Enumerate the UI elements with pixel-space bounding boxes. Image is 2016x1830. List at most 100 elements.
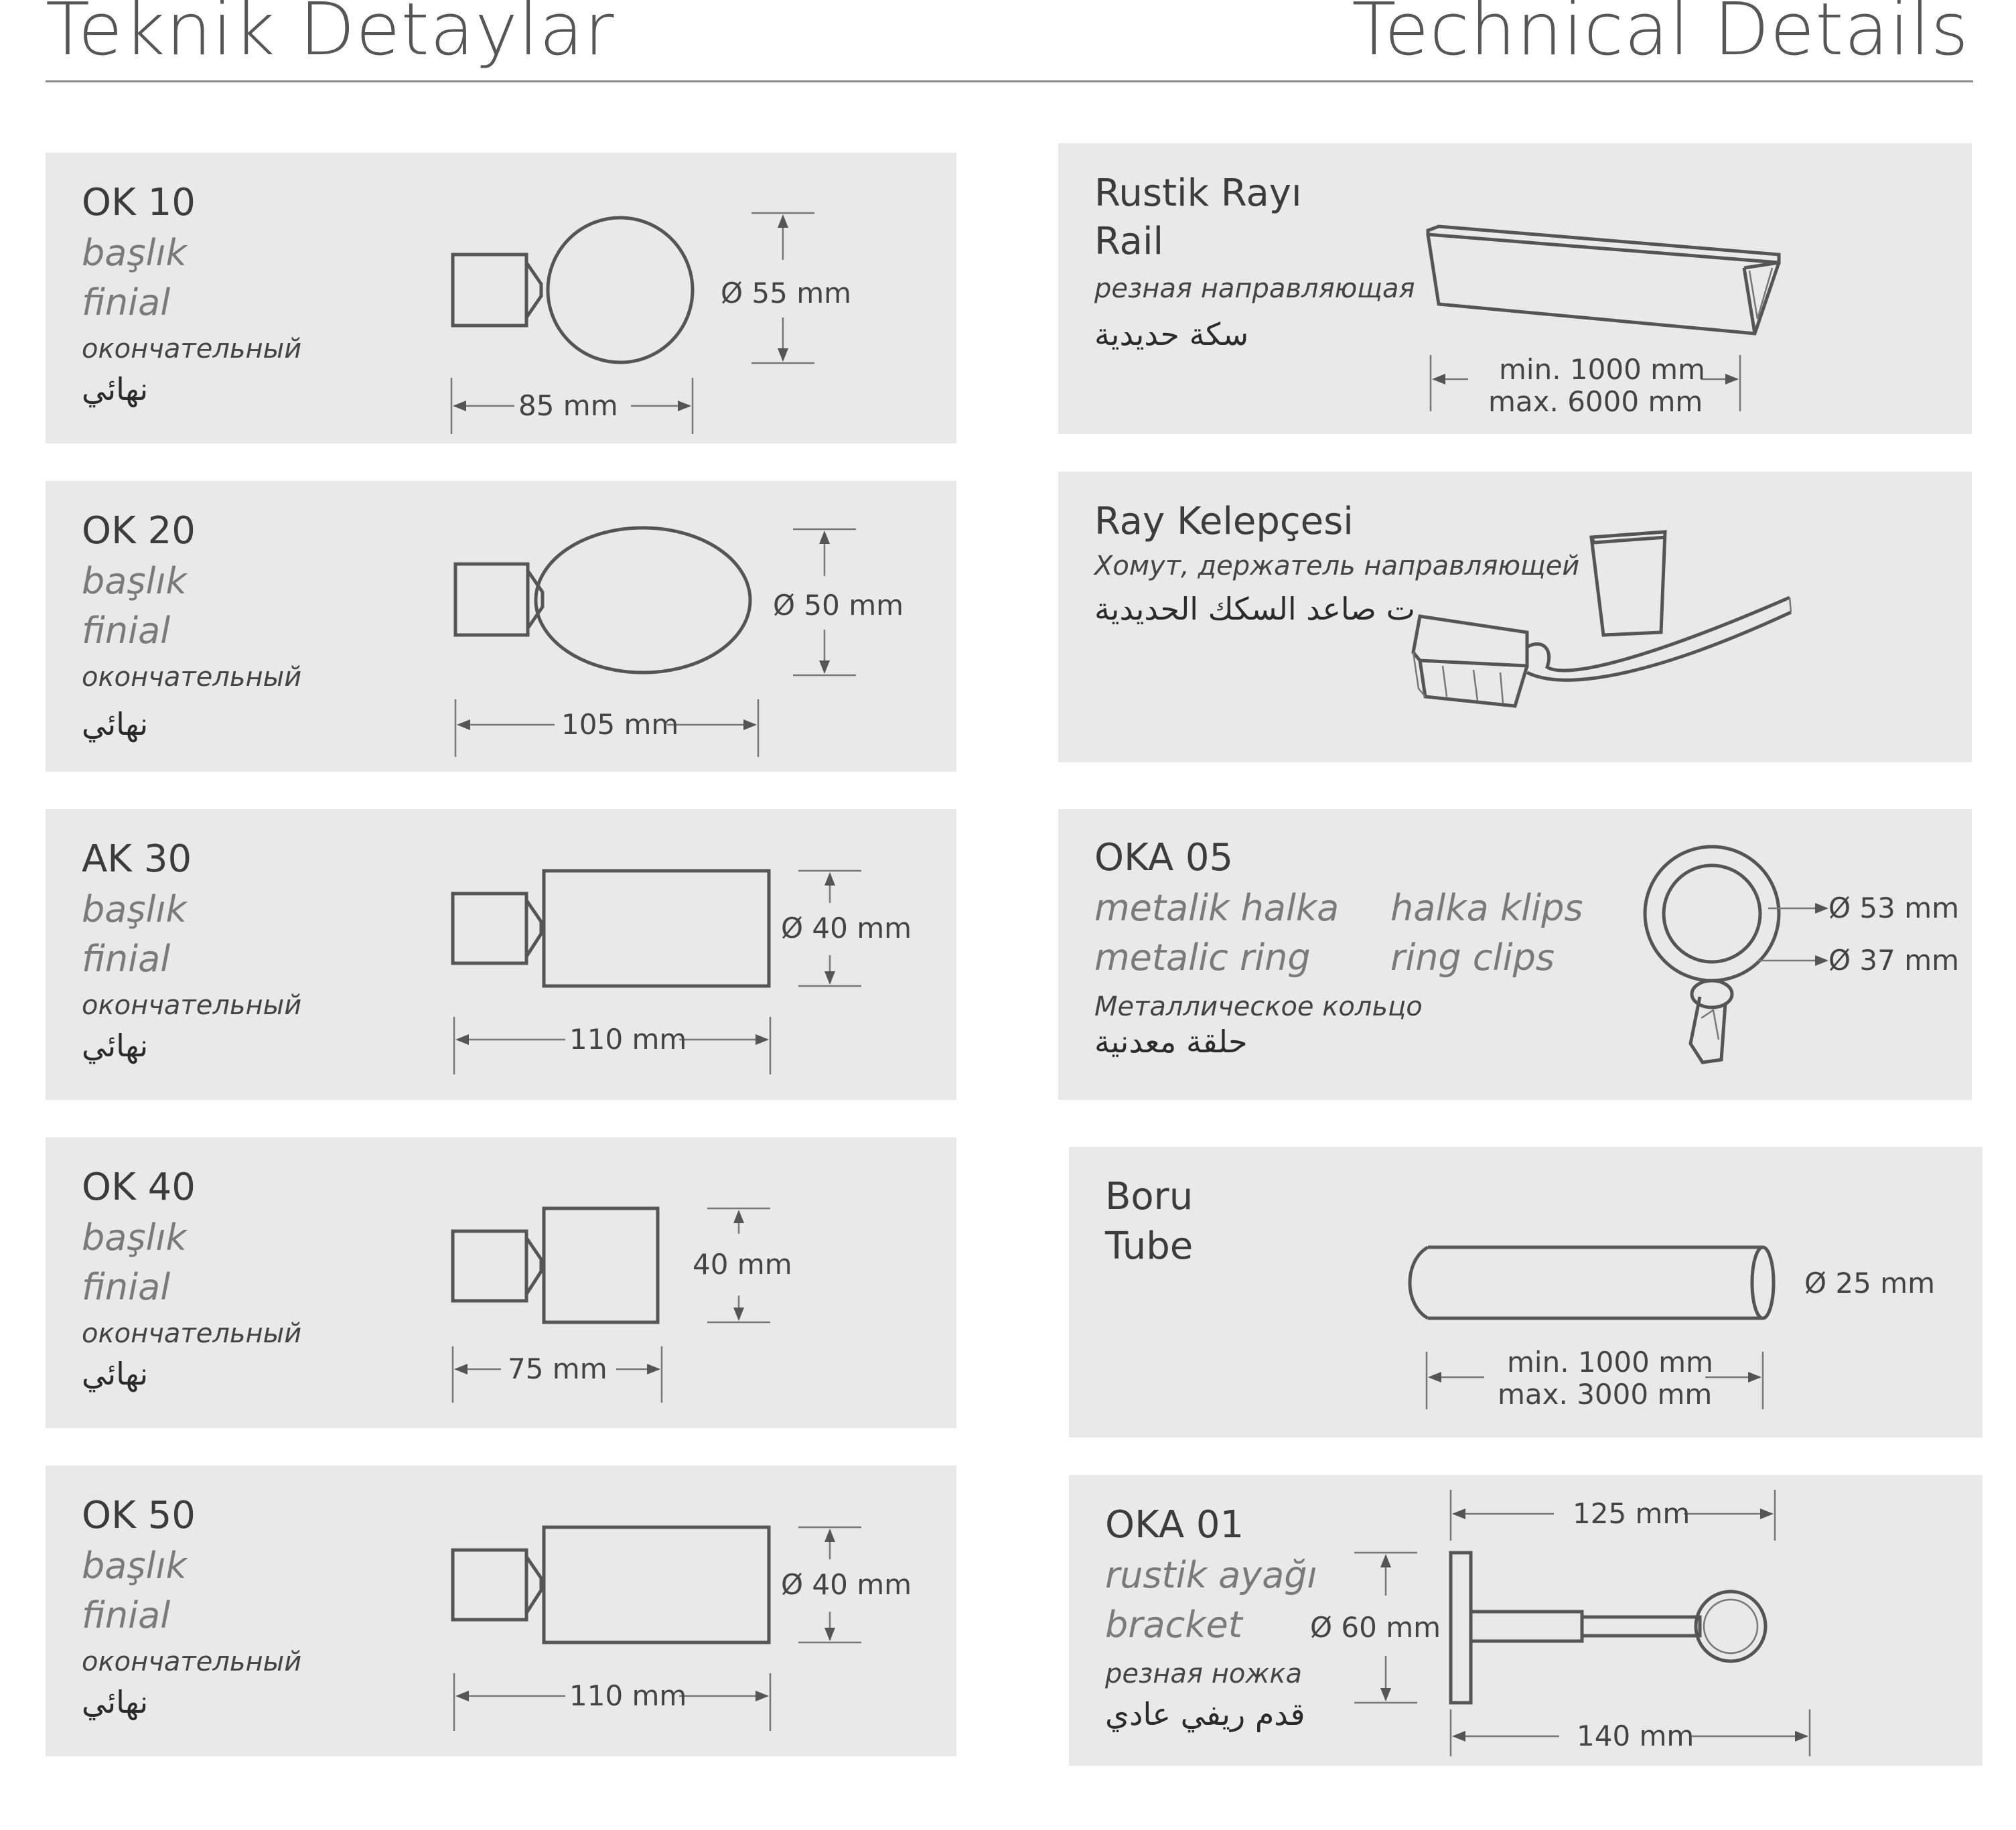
label-arabic: نهائي: [82, 1684, 149, 1720]
label-russian: окончательный: [82, 1646, 302, 1677]
bracket-drawing: 125 mm Ø 60 mm 140 mm: [1310, 1490, 1811, 1756]
diameter-label: Ø 60 mm: [1310, 1611, 1441, 1644]
label-turkish: başlık: [82, 232, 187, 274]
label-russian: окончательный: [82, 1318, 302, 1349]
label-arabic: نهائي: [82, 706, 149, 742]
max-length-label: max. 6000 mm: [1488, 385, 1703, 418]
clamp-wedge: [1589, 530, 1667, 637]
finial-panel-ak30: AK 30 başlık finial окончательный نهائي …: [46, 809, 956, 1100]
length-label: 110 mm: [569, 1679, 687, 1712]
label-russian: Хомут, держатель направляющей: [1094, 551, 1580, 581]
label-arabic: نهائي: [82, 1028, 149, 1064]
finial-drawing: Ø 40 mm 110 mm: [451, 869, 912, 1074]
label-russian: Металлическое кольцо: [1094, 991, 1423, 1022]
bracket-block: [451, 1548, 528, 1622]
diameter-label: Ø 55 mm: [721, 277, 851, 309]
clamp-panel: Ray Kelepçesi Хомут, держатель направляю…: [1058, 472, 1972, 762]
inner-ring: [1662, 863, 1762, 964]
page-title-english: Technical Details: [1352, 0, 1969, 72]
diameter-label: Ø 40 mm: [781, 1568, 912, 1601]
label-arabic: نهائي: [82, 371, 149, 407]
length-label: 110 mm: [569, 1023, 687, 1056]
label-english: finial: [82, 281, 171, 324]
bracket-rod: [1580, 1615, 1702, 1638]
label-russian: резная ножка: [1105, 1659, 1303, 1689]
ball-finial: [546, 216, 695, 364]
bottom-length-label: 140 mm: [1577, 1719, 1694, 1752]
label-turkish: metalik halka: [1094, 887, 1340, 929]
product-name: AK 30: [82, 837, 192, 881]
label-turkish: başlık: [82, 1216, 187, 1259]
bracket-block: [451, 253, 528, 328]
bracket-panel: OKA 01 rustik ayağı bracket резная ножка…: [1069, 1475, 1983, 1766]
label-russian: окончательный: [82, 334, 302, 364]
label-english: finial: [82, 1266, 171, 1308]
label-russian: окончательный: [82, 990, 302, 1021]
min-length-label: min. 1000 mm: [1499, 353, 1705, 386]
label-turkish: rustik ayağı: [1105, 1554, 1317, 1596]
product-name: OK 40: [82, 1166, 196, 1209]
label-arabic: ت صاعد السكك الحديدية: [1094, 591, 1415, 627]
finial-panel-ok50: OK 50 başlık finial окончательный نهائي …: [46, 1466, 956, 1756]
label-english: Rail: [1094, 220, 1164, 263]
label-english: bracket: [1105, 1604, 1242, 1646]
product-name: Boru: [1105, 1175, 1194, 1218]
clamp-body: [1411, 614, 1529, 668]
label-arabic: قدم ريفي عادي: [1105, 1696, 1305, 1732]
bracket-ring: [1694, 1590, 1768, 1663]
rail-panel: Rustik Rayı Rail резная направляющая سكة…: [1058, 143, 1972, 434]
finial-drawing: 40 mm 75 mm: [451, 1206, 792, 1403]
diameter-label: Ø 40 mm: [781, 912, 912, 944]
height-label: 40 mm: [693, 1248, 792, 1281]
length-label: 75 mm: [508, 1352, 607, 1385]
oval-finial: [534, 526, 752, 675]
clamp-strap: [1526, 595, 1790, 673]
ring-panel: OKA 05 metalik halka metalic ring halka …: [1058, 809, 1972, 1100]
label-turkish: başlık: [82, 888, 187, 930]
min-length-label: min. 1000 mm: [1507, 1346, 1713, 1379]
finial-panel-ok10: OK 10 başlık finial окончательный نهائي …: [46, 153, 956, 443]
finial-panel-ok20: OK 20 başlık finial окончательный نهائي …: [46, 481, 956, 772]
bracket-block: [451, 892, 528, 965]
ring-drawing: Ø 53 mm Ø 37 mm: [1643, 845, 1959, 1064]
bracket-stem: [1469, 1610, 1584, 1643]
header-divider: [46, 80, 1973, 82]
rail-drawing: min. 1000 mm max. 6000 mm: [1426, 224, 1781, 418]
bracket-block: [451, 1229, 528, 1303]
length-label: 105 mm: [561, 708, 678, 741]
product-name: OK 10: [82, 181, 196, 224]
label-russian: окончательный: [82, 662, 302, 693]
outer-diameter-label: Ø 53 mm: [1828, 892, 1959, 924]
label-turkish: başlık: [82, 1545, 187, 1587]
max-length-label: max. 3000 mm: [1498, 1378, 1712, 1411]
inner-diameter-label: Ø 37 mm: [1828, 944, 1959, 977]
page-title-turkish: Teknik Detaylar: [46, 0, 615, 72]
wall-plate: [1449, 1551, 1473, 1705]
label-english: finial: [82, 938, 171, 980]
label-turkish-clips: halka klips: [1390, 887, 1583, 929]
finial-drawing: Ø 50 mm 105 mm: [453, 526, 904, 757]
clamp-drawing: [1411, 530, 1792, 708]
label-arabic: حلقة معدنية: [1094, 1024, 1248, 1060]
label-english: metalic ring: [1094, 936, 1311, 979]
product-name: OK 20: [82, 509, 196, 553]
product-name: OKA 05: [1094, 836, 1234, 879]
diameter-label: Ø 50 mm: [773, 589, 904, 622]
top-length-label: 125 mm: [1573, 1497, 1690, 1530]
label-turkish: başlık: [82, 560, 187, 602]
tube-panel: Boru Tube Ø 25 mm min. 1000 mm max. 3000…: [1069, 1147, 1983, 1437]
bracket-block: [453, 562, 530, 637]
product-name: OK 50: [82, 1494, 196, 1537]
length-label: 85 mm: [518, 389, 618, 422]
label-russian: резная направляющая: [1094, 273, 1415, 304]
label-english: Tube: [1105, 1224, 1194, 1268]
finial-panel-ok40: OK 40 başlık finial окончательный نهائي …: [46, 1137, 956, 1428]
product-name: Ray Kelepçesi: [1094, 500, 1354, 543]
finial-drawing: Ø 40 mm 110 mm: [451, 1525, 912, 1731]
tube-drawing: Ø 25 mm min. 1000 mm max. 3000 mm: [1408, 1245, 1935, 1411]
tube-body: [1428, 1245, 1763, 1320]
finial-drawing: Ø 55 mm 85 mm: [450, 212, 851, 434]
cylinder-finial: [542, 1525, 771, 1644]
ring-clip: [1688, 996, 1727, 1064]
label-arabic: نهائي: [82, 1356, 149, 1392]
